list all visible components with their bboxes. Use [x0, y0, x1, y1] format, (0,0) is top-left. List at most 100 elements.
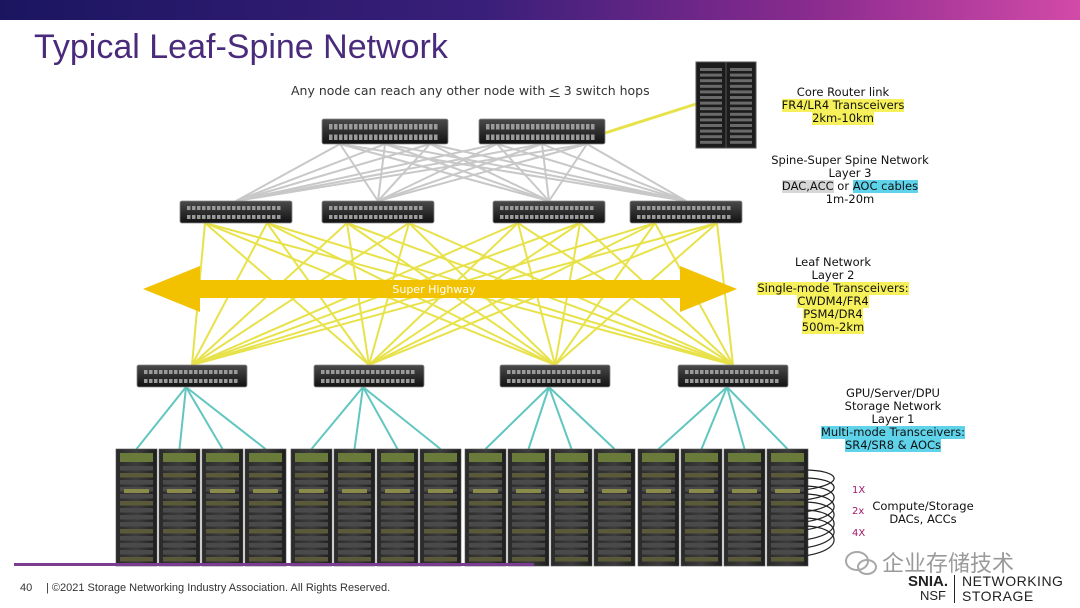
- grey-link: [377, 143, 498, 202]
- core-router-label: Core Router link FR4/LR4 Transceivers 2k…: [758, 86, 928, 125]
- storage-heading-2: Storage Network: [844, 399, 942, 413]
- teal-link: [353, 386, 364, 450]
- spine-distance: 1m-20m: [825, 192, 875, 206]
- grey-link: [377, 143, 431, 202]
- compute-cable: [803, 517, 835, 549]
- spine-layer: Layer 3: [828, 166, 872, 180]
- storage-types: SR4/SR8 & AOCs: [844, 438, 942, 452]
- logo-separator: [954, 575, 955, 603]
- spine-switch: [321, 200, 435, 224]
- logo-networking: NETWORKING: [962, 573, 1064, 589]
- core-router-link: [604, 102, 697, 135]
- compute-cable: [803, 525, 835, 557]
- yellow-link: [716, 222, 734, 366]
- grey-link: [235, 143, 498, 202]
- subtitle-underlined: <: [549, 83, 560, 98]
- teal-link: [726, 386, 789, 450]
- spine-switch: [179, 200, 293, 224]
- core-heading: Core Router link: [796, 85, 890, 99]
- server-rack: [115, 448, 158, 567]
- core-transceivers: FR4/LR4 Transceivers: [781, 98, 905, 112]
- teal-link: [548, 386, 616, 450]
- subtitle-suffix: 3 switch hops: [559, 83, 650, 98]
- compute-cable: [803, 509, 835, 541]
- server-rack: [550, 448, 593, 567]
- grey-link: [235, 143, 543, 202]
- server-rack: [637, 448, 680, 567]
- switch-layer: [136, 118, 789, 388]
- spine-super-spine-links: [235, 143, 687, 202]
- grey-link: [377, 143, 588, 202]
- compute-cables: [803, 469, 835, 557]
- grey-link: [339, 143, 687, 202]
- leaf-type-cwdm4: CWDM4/FR4: [797, 294, 869, 308]
- leaf-type-psm4: PSM4/DR4: [803, 307, 863, 321]
- teal-link: [185, 386, 267, 450]
- server-rack: [376, 448, 419, 567]
- grey-link: [541, 143, 687, 202]
- leaf-label: Leaf Network Layer 2 Single-mode Transce…: [748, 256, 918, 334]
- header-banner: [0, 0, 1080, 20]
- leaf-heading: Leaf Network: [794, 255, 872, 269]
- storage-links: [135, 386, 789, 450]
- subtitle-prefix: Any node can reach any other node with: [291, 83, 550, 98]
- server-rack: [723, 448, 766, 567]
- teal-link: [310, 386, 364, 450]
- super-highway-arrow: [143, 266, 737, 312]
- server-rack: [507, 448, 550, 567]
- grey-link: [429, 143, 687, 202]
- compute-cable: [803, 469, 835, 491]
- teal-link: [700, 386, 728, 450]
- server-rack: [464, 448, 507, 567]
- server-rack: [680, 448, 723, 567]
- compute-cable: [803, 477, 835, 501]
- server-rack: [419, 448, 462, 567]
- teal-link: [135, 386, 187, 450]
- logo-storage: STORAGE: [962, 588, 1034, 604]
- leaf-switch: [313, 364, 425, 388]
- logo-snia: SNIA.: [908, 573, 949, 590]
- super-spine-switch: [321, 118, 449, 145]
- super-highway-label: Super Highway: [392, 283, 476, 296]
- leaf-layer: Layer 2: [811, 268, 855, 282]
- watermark-label: 企业存储技术: [882, 552, 1015, 577]
- compute-cables: DACs, ACCs: [889, 512, 957, 526]
- spine-cables-aoc: AOC cables: [852, 179, 919, 193]
- leaf-switch: [499, 364, 611, 388]
- leaf-switch: [677, 364, 789, 388]
- grey-link: [496, 143, 687, 202]
- leaf-transceivers: Single-mode Transceivers:: [757, 281, 909, 295]
- spine-heading: Spine-Super Spine Network: [771, 153, 929, 167]
- grey-link: [377, 143, 543, 202]
- grey-link: [339, 143, 550, 202]
- rack-layer: [115, 448, 809, 567]
- spine-cables-or: or: [833, 179, 853, 193]
- teal-link: [362, 386, 442, 450]
- page-number: 40: [20, 582, 33, 594]
- grey-link: [235, 143, 386, 202]
- grey-link: [235, 143, 341, 202]
- storage-label: GPU/Server/DPU Storage Network Layer 1 M…: [808, 387, 978, 452]
- grey-link: [586, 143, 687, 202]
- server-rack: [766, 448, 809, 567]
- core-router: [695, 61, 757, 149]
- grey-link: [339, 143, 379, 202]
- multiplier-4x: 4X: [852, 528, 865, 539]
- super-spine-switch: [478, 118, 606, 145]
- teal-link: [527, 386, 550, 450]
- teal-link: [362, 386, 399, 450]
- wechat-icon: [845, 551, 877, 575]
- grey-link: [496, 143, 550, 202]
- grey-link: [384, 143, 550, 202]
- server-rack: [333, 448, 376, 567]
- teal-link: [178, 386, 187, 450]
- grey-link: [548, 143, 588, 202]
- storage-heading-1: GPU/Server/DPU: [846, 386, 940, 400]
- grey-link: [541, 143, 550, 202]
- grey-link: [377, 143, 386, 202]
- watermark-text: 企业存储技术: [882, 546, 1014, 578]
- server-rack: [290, 448, 333, 567]
- server-rack: [244, 448, 287, 567]
- spine-switch: [492, 200, 606, 224]
- compute-label: Compute/Storage DACs, ACCs: [858, 500, 988, 526]
